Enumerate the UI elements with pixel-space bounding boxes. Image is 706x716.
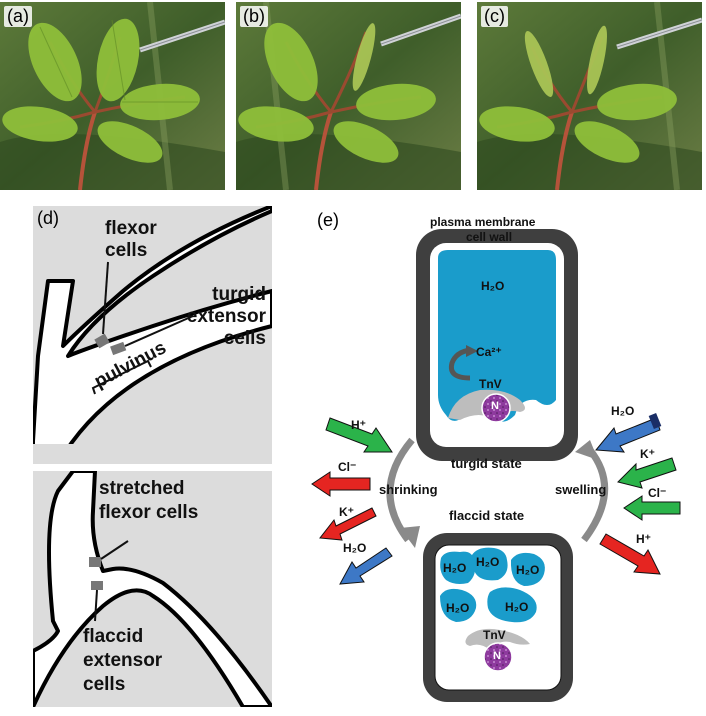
panel-label-b: (b): [240, 6, 268, 27]
arrow-h2o-in-right: [595, 413, 662, 453]
pulvinus-turgid-diagram: [31, 204, 274, 466]
flaccid-cell: [423, 533, 573, 702]
ion-label-k-right: K⁺: [640, 447, 655, 461]
ion-label-cl-left: Cl⁻: [338, 460, 357, 474]
ion-label-h-plus-left: H⁺: [351, 418, 366, 432]
bottom-nucleus-label: N: [493, 650, 501, 662]
ion-label-h-plus-right: H⁺: [636, 532, 651, 546]
ion-label-h2o-left: H₂O: [343, 541, 367, 555]
photo-panel-a: (a): [0, 2, 225, 190]
pulvinus-flaccid-diagram: [31, 469, 274, 709]
top-tnv-label: TnV: [479, 377, 502, 391]
panel-d-top: (d) flexor cells turgid extensor cells p…: [31, 204, 274, 466]
ion-label-k-left: K⁺: [339, 505, 354, 519]
arrow-h-plus-in-left: [325, 417, 393, 453]
flexor-cells-label: flexor cells: [105, 218, 157, 261]
photo-panel-c: (c): [477, 2, 702, 190]
bottom-water-label-4: H₂O: [446, 601, 470, 615]
swelling-label: swelling: [555, 482, 607, 497]
panel-label-e: (e): [317, 210, 339, 230]
arrow-h-plus-out-right: [599, 533, 661, 575]
panel-label-a: (a): [4, 6, 32, 27]
nucleus-icon-bottom: [483, 642, 513, 672]
panel-label-d: (d): [37, 208, 59, 228]
shrinking-arrow: [386, 437, 415, 543]
nucleus-icon-top: [481, 393, 511, 423]
bottom-water-label-1: H₂O: [443, 561, 467, 575]
bottom-tnv-label: TnV: [483, 628, 506, 642]
turgid-extensor-cells-label: turgid extensor cells: [186, 284, 266, 349]
ion-label-h2o-right: H₂O: [611, 404, 635, 418]
flaccid-extensor-cells-label: flaccid extensor cells: [83, 626, 163, 695]
stretched-flexor-cells-label: stretched flexor cells: [99, 478, 199, 523]
arrow-k-out-left: [319, 507, 377, 541]
ion-label-cl-right: Cl⁻: [648, 486, 667, 500]
mimosa-photo-b: [236, 2, 461, 190]
bottom-water-label-3: H₂O: [516, 563, 540, 577]
panel-label-c: (c): [481, 6, 508, 27]
arrow-cl-out-left: [311, 471, 371, 497]
mimosa-photo-c: [477, 2, 702, 190]
turgid-state-label: turgid state: [451, 456, 522, 471]
calcium-label: Ca²⁺: [476, 345, 502, 359]
panel-d-bottom: stretched flexor cells flaccid extensor …: [31, 469, 274, 709]
shrinking-label: shrinking: [379, 482, 438, 497]
turgid-cell: [416, 229, 578, 461]
bottom-water-label-2: H₂O: [476, 555, 500, 569]
top-water-label: H₂O: [481, 279, 505, 293]
arrow-k-in-right: [617, 457, 677, 489]
plasma-membrane-label: plasma membrane: [430, 215, 536, 229]
photo-panel-b: (b): [236, 2, 461, 190]
top-nucleus-label: N: [491, 400, 499, 412]
arrow-cl-in-right: [623, 495, 681, 521]
arrow-h2o-out-left: [339, 547, 393, 585]
flaccid-state-label: flaccid state: [449, 508, 525, 523]
mimosa-photo-a: [0, 2, 225, 190]
bottom-water-label-5: H₂O: [505, 600, 529, 614]
cell-wall-label: cell wall: [466, 230, 513, 244]
